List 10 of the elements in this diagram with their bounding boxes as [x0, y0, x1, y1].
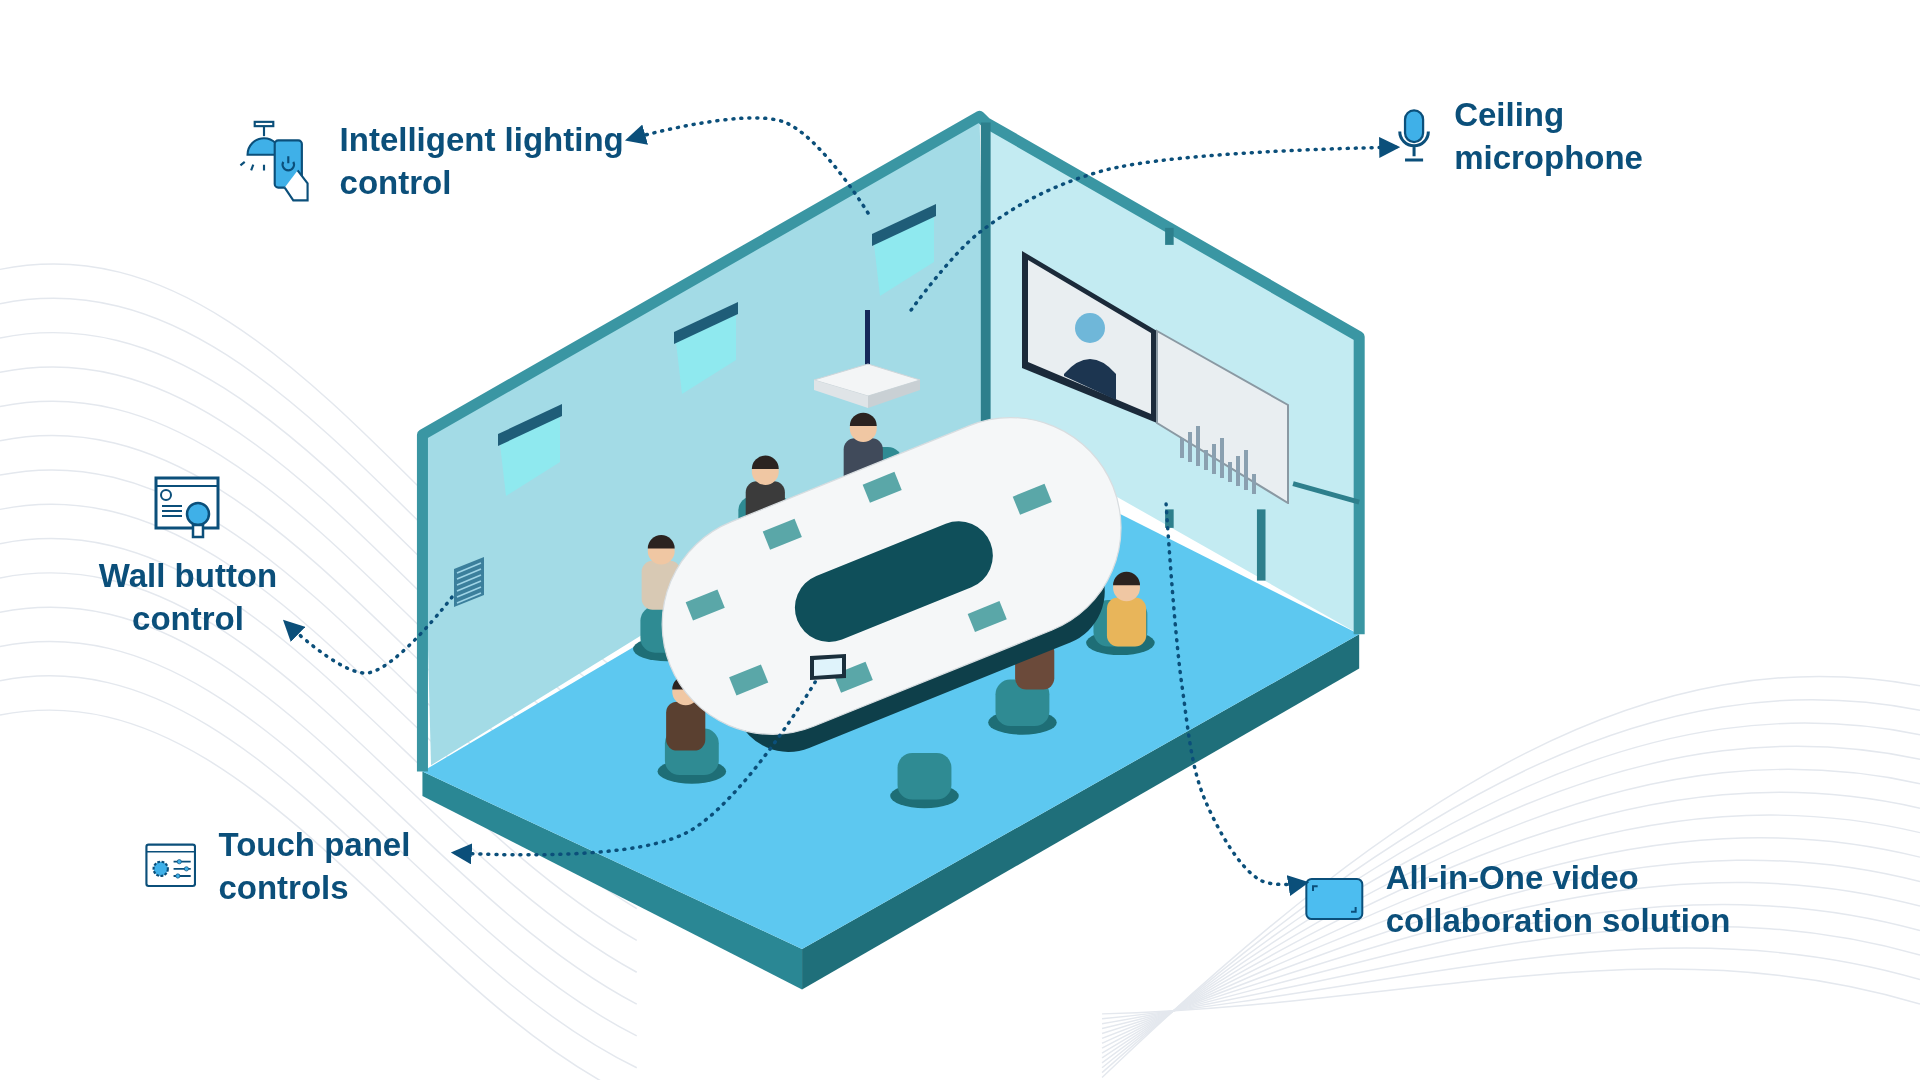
dotted-arrow	[1164, 502, 1310, 896]
dotted-arrow	[624, 116, 870, 215]
callout-label: Touch panel controls	[218, 825, 412, 908]
callout-label: All-in-One video collaboration solution	[1385, 858, 1732, 941]
dotted-arrow	[450, 680, 817, 865]
callout-label: Intelligent lighting control	[339, 120, 625, 203]
dotted-arrow	[909, 137, 1401, 312]
callout-label: Wall button control	[97, 556, 279, 639]
dotted-arrow	[282, 595, 454, 675]
callout-label: Ceiling microphone	[1454, 94, 1644, 178]
